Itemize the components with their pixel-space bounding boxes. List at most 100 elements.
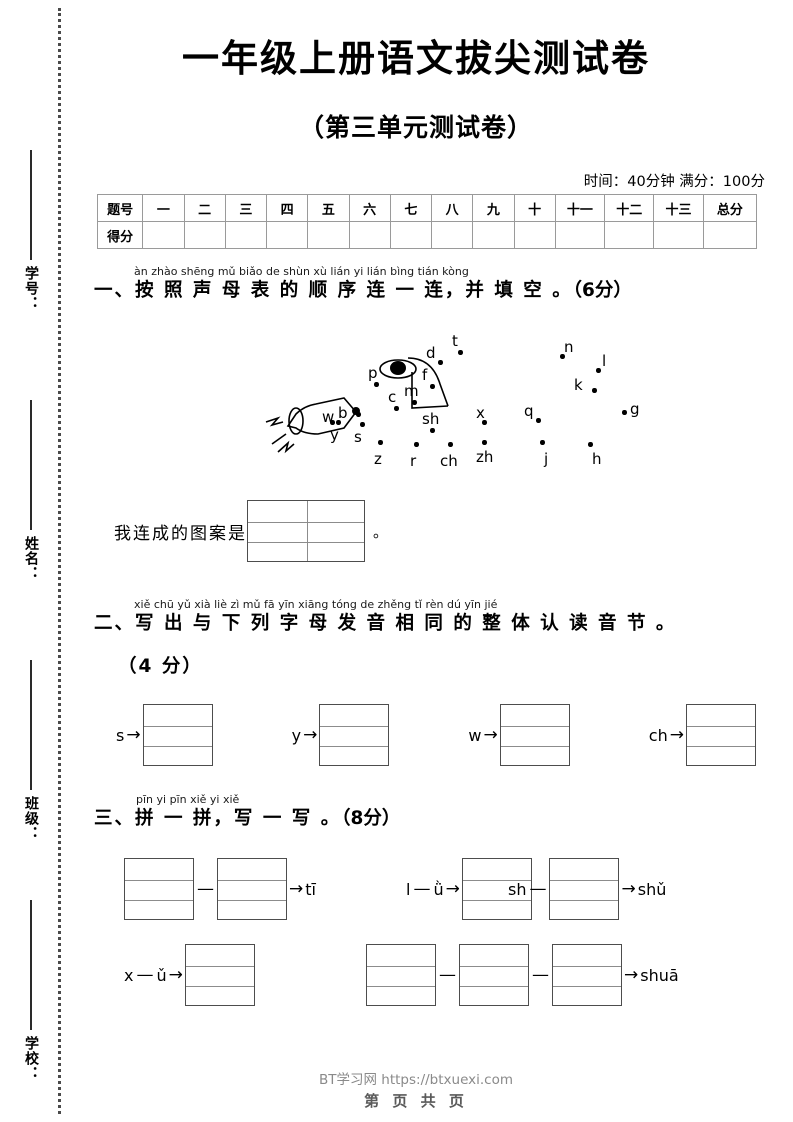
score-table-cell[interactable] (653, 221, 704, 249)
puzzle-dot-marker[interactable] (536, 418, 541, 423)
score-table-column-header: 九 (472, 194, 515, 222)
student-info-write-line[interactable] (30, 150, 32, 260)
score-table-cell[interactable] (604, 221, 655, 249)
score-table-cell[interactable] (472, 221, 515, 249)
q3-answer-box[interactable] (459, 944, 529, 1006)
q3-pinyin-text: l (406, 879, 411, 899)
q3-answer-box[interactable] (366, 944, 436, 1006)
score-table-cell[interactable] (513, 221, 556, 249)
puzzle-dot-label: q (524, 402, 534, 420)
arrow-icon: → (126, 725, 141, 745)
score-table-header-row: 题号一二三四五六七八九十十一十二十三总分 (96, 194, 758, 222)
q3-pinyin-text: ǜ (433, 879, 444, 899)
q3-pinyin-text: ǔ (156, 965, 167, 985)
puzzle-dot-marker[interactable] (448, 442, 453, 447)
q3-pinyin-text: shǔ (637, 879, 667, 899)
puzzle-dot-marker[interactable] (438, 360, 443, 365)
arrow-icon: → (289, 879, 304, 899)
puzzle-dot-marker[interactable] (414, 442, 419, 447)
puzzle-dot-label: d (426, 344, 436, 362)
score-table-cell[interactable] (389, 221, 433, 249)
score-table-column-header: 三 (224, 194, 268, 222)
q2-answer-box[interactable] (319, 704, 390, 766)
puzzle-dot-marker[interactable] (378, 440, 383, 445)
puzzle-dot-marker[interactable] (458, 350, 463, 355)
puzzle-dot-marker[interactable] (430, 384, 435, 389)
question-3-header: pīn yi pīn xiě yi xiě 三、拼 一 拼，写 一 写 。（8分… (94, 793, 400, 831)
student-info-field-0: 学号： (8, 150, 54, 311)
score-table-cell[interactable] (266, 221, 309, 249)
puzzle-dot-label: l (602, 352, 607, 370)
score-table-row-label: 题号 (96, 194, 144, 222)
page-title: 一年级上册语文拔尖测试卷 (182, 37, 650, 80)
student-info-field-1: 姓名： (8, 400, 54, 581)
box-vline (307, 501, 308, 561)
puzzle-dot-marker[interactable] (360, 422, 365, 427)
box-hline (218, 900, 286, 902)
puzzle-dot-marker[interactable] (394, 406, 399, 411)
q3-row-2-item-2: ——→shuā (366, 944, 679, 1006)
score-table-cell[interactable] (702, 221, 758, 249)
student-info-write-line[interactable] (30, 400, 32, 530)
arrow-icon: → (445, 879, 460, 899)
score-table-cell[interactable] (224, 221, 268, 249)
exam-page: 一年级上册语文拔尖测试卷 （第三单元测试卷） 时间：40分钟 满分：100分 题… (76, 0, 793, 1122)
score-table-cell[interactable] (183, 221, 226, 249)
q1-answer-box[interactable] (247, 500, 365, 562)
q1-answer-line: 我连成的图案是 。 (114, 500, 388, 562)
puzzle-dot-marker[interactable] (622, 410, 627, 415)
q3-answer-box[interactable] (124, 858, 194, 920)
puzzle-dot-marker[interactable] (336, 420, 341, 425)
puzzle-dot-marker[interactable] (540, 440, 545, 445)
puzzle-dot-marker[interactable] (596, 368, 601, 373)
dash-connector: — (413, 879, 431, 899)
q3-answer-box[interactable] (184, 944, 255, 1006)
box-hline (500, 725, 569, 727)
score-table-column-header: 十三 (653, 194, 704, 222)
arrow-icon: → (303, 725, 318, 745)
q2-answer-box[interactable] (499, 704, 570, 766)
box-hline (462, 900, 531, 902)
puzzle-dot-marker[interactable] (592, 388, 597, 393)
puzzle-dot-marker[interactable] (374, 382, 379, 387)
puzzle-dot-label: y (330, 426, 339, 444)
score-table-cell[interactable] (348, 221, 391, 249)
score-table-cell[interactable] (142, 221, 185, 249)
puzzle-dot-marker[interactable] (412, 400, 417, 405)
student-info-label: 班级： (23, 796, 39, 841)
student-info-write-line[interactable] (30, 660, 32, 790)
student-info-write-line[interactable] (30, 900, 32, 1030)
q2-answer-box[interactable] (142, 704, 213, 766)
q3-answer-box[interactable] (549, 858, 620, 920)
puzzle-dot-label: s (354, 428, 362, 446)
q3-answer-box[interactable] (552, 944, 622, 1006)
score-table-cell[interactable] (307, 221, 350, 249)
q1-answer-grid[interactable] (247, 500, 365, 562)
q3-answer-box[interactable] (461, 858, 532, 920)
puzzle-dot-marker[interactable] (356, 412, 361, 417)
q2-item-letter: ch (648, 725, 668, 745)
score-table-cell[interactable] (431, 221, 474, 249)
score-table: 题号一二三四五六七八九十十一十二十三总分得分 (96, 194, 758, 249)
q2-answer-box[interactable] (685, 704, 756, 766)
q3-pinyin-text: sh (508, 879, 527, 899)
score-table-cell[interactable] (554, 221, 606, 249)
box-hline (500, 746, 569, 748)
puzzle-dot-marker[interactable] (588, 442, 593, 447)
score-table-column-header: 五 (307, 194, 350, 222)
puzzle-dot-marker[interactable] (330, 420, 335, 425)
q2-item-3: w→ (468, 704, 570, 766)
puzzle-dot-marker[interactable] (482, 420, 487, 425)
puzzle-dot-marker[interactable] (482, 440, 487, 445)
q3-pinyin-text: shuā (640, 965, 679, 985)
box-hline (218, 879, 286, 881)
q2-item-1: s→ (116, 704, 213, 766)
score-table-column-header: 八 (431, 194, 474, 222)
puzzle-dot-marker[interactable] (430, 428, 435, 433)
puzzle-dot-marker[interactable] (560, 354, 565, 359)
puzzle-figure-svg (265, 357, 449, 454)
q3-answer-box[interactable] (217, 858, 287, 920)
dash-connector: — (532, 965, 549, 985)
score-table-column-header: 七 (389, 194, 433, 222)
